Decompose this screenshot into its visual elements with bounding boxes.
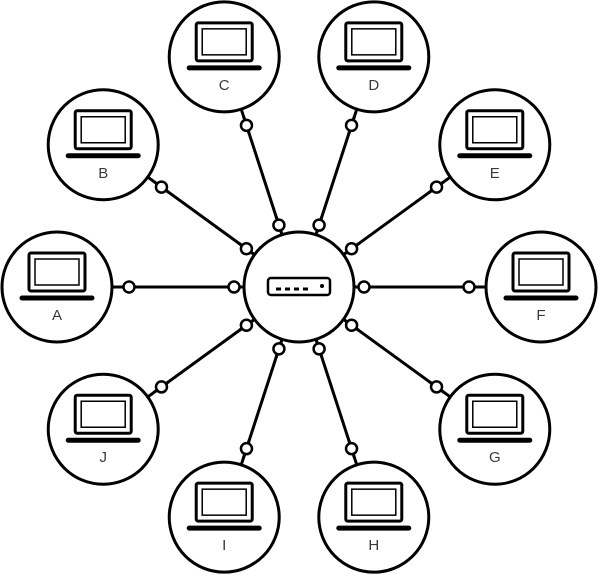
node-H: H xyxy=(317,460,431,574)
ethernet-connector-icon xyxy=(120,280,138,294)
ethernet-connector-icon xyxy=(272,339,286,358)
node-G: G xyxy=(438,372,552,486)
node-A: A xyxy=(0,230,114,344)
ethernet-connector-icon xyxy=(272,216,286,235)
node-label: H xyxy=(368,537,379,554)
ethernet-connector-icon xyxy=(460,280,478,294)
edge-hub-H xyxy=(312,338,359,466)
ethernet-connector-icon xyxy=(312,339,326,358)
node-label: C xyxy=(219,77,230,94)
node-label: A xyxy=(52,307,62,324)
laptop-icon xyxy=(65,393,141,443)
ethernet-connector-icon xyxy=(238,242,255,256)
ethernet-connector-icon xyxy=(225,280,243,294)
node-label: G xyxy=(489,449,501,466)
node-label: E xyxy=(490,165,500,182)
ethernet-connector-icon xyxy=(153,380,170,394)
hub-node xyxy=(242,230,356,344)
ethernet-connector-icon xyxy=(355,280,373,294)
switch-icon xyxy=(266,276,332,297)
ethernet-connector-icon xyxy=(344,439,359,458)
edge-hub-F xyxy=(354,280,486,294)
node-label: J xyxy=(99,449,107,466)
node-label: F xyxy=(536,307,545,324)
ethernet-connector-icon xyxy=(343,242,360,256)
edge-hub-E xyxy=(342,175,452,256)
ethernet-connector-icon xyxy=(428,380,445,394)
laptop-icon xyxy=(503,251,579,301)
node-label: I xyxy=(222,537,226,554)
node-B: B xyxy=(46,88,160,202)
laptop-icon xyxy=(336,21,412,71)
edge-hub-G xyxy=(342,318,452,399)
edge-hub-B xyxy=(146,175,256,256)
edge-hub-I xyxy=(239,338,286,466)
laptop-icon xyxy=(457,109,533,159)
node-I: I xyxy=(167,460,281,574)
laptop-icon xyxy=(186,21,262,71)
laptop-icon xyxy=(65,109,141,159)
node-D: D xyxy=(317,0,431,114)
ethernet-connector-icon xyxy=(153,180,170,194)
node-J: J xyxy=(46,372,160,486)
node-label: B xyxy=(98,165,108,182)
ethernet-connector-icon xyxy=(344,116,359,135)
ethernet-connector-icon xyxy=(312,216,326,235)
node-F: F xyxy=(484,230,598,344)
node-C: C xyxy=(167,0,281,114)
laptop-icon xyxy=(457,393,533,443)
edge-hub-C xyxy=(239,108,286,236)
ethernet-connector-icon xyxy=(239,116,254,135)
laptop-icon xyxy=(186,481,262,531)
ethernet-connector-icon xyxy=(238,318,255,332)
edge-hub-J xyxy=(146,318,256,399)
ethernet-connector-icon xyxy=(343,318,360,332)
node-E: E xyxy=(438,88,552,202)
laptop-icon xyxy=(336,481,412,531)
node-label: D xyxy=(368,77,379,94)
edge-hub-D xyxy=(312,108,359,236)
ethernet-connector-icon xyxy=(239,439,254,458)
ethernet-connector-icon xyxy=(428,180,445,194)
edge-hub-A xyxy=(112,280,244,294)
laptop-icon xyxy=(19,251,95,301)
